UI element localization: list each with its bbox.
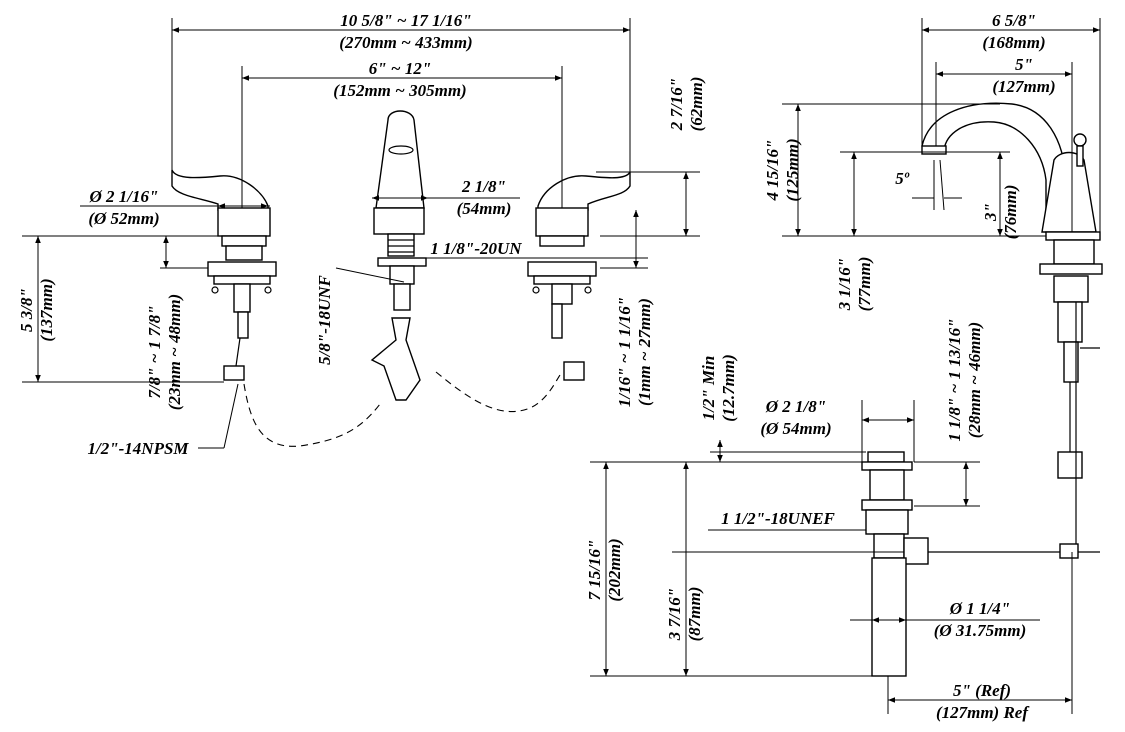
spout-shank-mm-label: (77mm) — [855, 257, 874, 312]
tailpiece-dia-mm-label: (Ø 31.75mm) — [934, 621, 1027, 640]
handle-base-dia-label: Ø 2 1/16" — [89, 187, 159, 206]
drain-pivot-label: 3 7/16" — [665, 588, 684, 641]
spout-depth-label: 6 5/8" — [992, 11, 1036, 30]
pop-up-drain — [861, 451, 1100, 677]
center-spread-mm-label: (152mm ~ 305mm) — [333, 81, 466, 100]
handle-deck-range-label: 1/16" ~ 1 1/16" — [615, 297, 634, 407]
spout-reach-mm-label: (127mm) — [992, 77, 1055, 96]
drain-min-mm-label: (12.7mm) — [719, 354, 738, 422]
spout-depth-mm-label: (168mm) — [982, 33, 1045, 52]
supply-thread-label: 1/2"-14NPSM — [87, 439, 189, 458]
dimension-lines — [22, 18, 1101, 714]
spout-angle-label: 5º — [895, 169, 910, 188]
left-handle — [171, 169, 277, 381]
lift-rod-ref-label: 5" (Ref) — [953, 681, 1011, 700]
spout-height-mm-label: (125mm) — [783, 138, 802, 201]
spout-base-label: 2 1/8" — [461, 177, 506, 196]
spout-thread-label: 5/8"-18UNF — [315, 274, 334, 364]
drain-range-mm-label: (28mm ~ 46mm) — [965, 322, 984, 438]
handle-base-dia-mm-label: (Ø 52mm) — [88, 209, 159, 228]
drain-range-label: 1 1/8" ~ 1 13/16" — [945, 318, 964, 441]
spout-clearance-label: 3" — [981, 203, 1000, 222]
drain-flange-dia-mm-label: (Ø 54mm) — [760, 419, 831, 438]
tailpiece-dia-label: Ø 1 1/4" — [949, 599, 1010, 618]
drain-flange-dia-label: Ø 2 1/8" — [765, 397, 826, 416]
shank-length-mm-label: (137mm) — [37, 278, 56, 341]
spout-base-mm-label: (54mm) — [457, 199, 512, 218]
drain-min-label: 1/2" Min — [699, 356, 718, 421]
drain-length-label: 7 15/16" — [585, 540, 604, 601]
center-spread-label: 6" ~ 12" — [369, 59, 432, 78]
deck-range-label: 7/8" ~ 1 7/8" — [145, 305, 164, 398]
lift-rod-ref-mm-label: (127mm) Ref — [936, 703, 1030, 722]
spout-reach-label: 5" — [1015, 55, 1033, 74]
deck-range-mm-label: (23mm ~ 48mm) — [165, 294, 184, 410]
shank-length-label: 5 3/8" — [17, 288, 36, 332]
spout-height-label: 4 15/16" — [763, 140, 782, 202]
handle-thread-label: 1 1/8"-20UN — [430, 239, 522, 258]
overall-width-label: 10 5/8" ~ 17 1/16" — [340, 11, 472, 30]
overall-width-mm-label: (270mm ~ 433mm) — [339, 33, 472, 52]
drain-thread-label: 1 1/2"-18UNEF — [721, 509, 835, 528]
handle-deck-range-mm-label: (1mm ~ 27mm) — [635, 298, 654, 406]
spout-shank-label: 3 1/16" — [835, 258, 854, 311]
drain-length-mm-label: (202mm) — [605, 538, 624, 601]
side-spout-view — [921, 102, 1103, 550]
handle-height-label: 2 7/16" — [667, 78, 686, 131]
spout-clearance-mm-label: (76mm) — [1001, 185, 1020, 240]
handle-height-mm-label: (62mm) — [687, 77, 706, 132]
drain-pivot-mm-label: (87mm) — [685, 587, 704, 642]
center-spout — [370, 110, 427, 401]
right-handle — [527, 171, 631, 381]
dimension-labels: 10 5/8" ~ 17 1/16" (270mm ~ 433mm) 6" ~ … — [17, 11, 1056, 722]
supply-hose-curve — [243, 371, 563, 447]
